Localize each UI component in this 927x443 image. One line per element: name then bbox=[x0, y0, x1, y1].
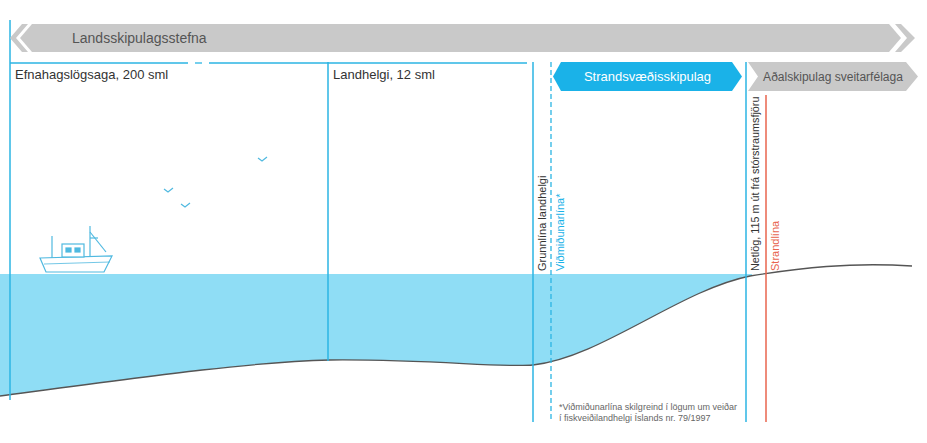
line-label: Strandlína bbox=[769, 221, 781, 271]
bracket-line bbox=[10, 62, 188, 63]
line-label: Netlög, 115 m út frá stórstraumsfjöru bbox=[749, 97, 761, 271]
line-label: Grunnlína landhelgi bbox=[536, 176, 548, 271]
ground-fill bbox=[0, 265, 927, 443]
band-title: Strandsvæðisskipulag bbox=[584, 69, 711, 84]
footnote: *Viðmiðunarlína skilgreind í lögum um ve… bbox=[559, 402, 737, 424]
boundary-line bbox=[745, 62, 747, 422]
band-title: Aðalskipulag sveitarfélaga bbox=[763, 70, 903, 84]
fishing-boat bbox=[40, 226, 112, 272]
shoreline-line bbox=[765, 95, 767, 422]
plan-band: Strandsvæðisskipulag bbox=[553, 62, 742, 91]
boundary-line bbox=[327, 62, 329, 361]
zone-label: Landhelgi, 12 sml bbox=[333, 67, 435, 82]
seabed-and-land-line bbox=[0, 265, 912, 396]
reference-line bbox=[550, 62, 551, 422]
line-label: Viðmiðunarlína* bbox=[554, 194, 566, 271]
plan-band: Landsskipulagsstefna bbox=[10, 24, 915, 52]
bracket-line bbox=[209, 62, 328, 63]
zone-label: Efnahagslögsaga, 200 sml bbox=[15, 67, 168, 82]
bracket-line bbox=[328, 62, 527, 63]
boundary-line bbox=[532, 62, 534, 422]
plan-band: Aðalskipulag sveitarfélaga bbox=[748, 62, 918, 91]
boundary-line bbox=[9, 20, 11, 400]
band-title: Landsskipulagsstefna bbox=[72, 30, 207, 46]
birds bbox=[164, 157, 267, 207]
bracket-line bbox=[195, 62, 202, 63]
